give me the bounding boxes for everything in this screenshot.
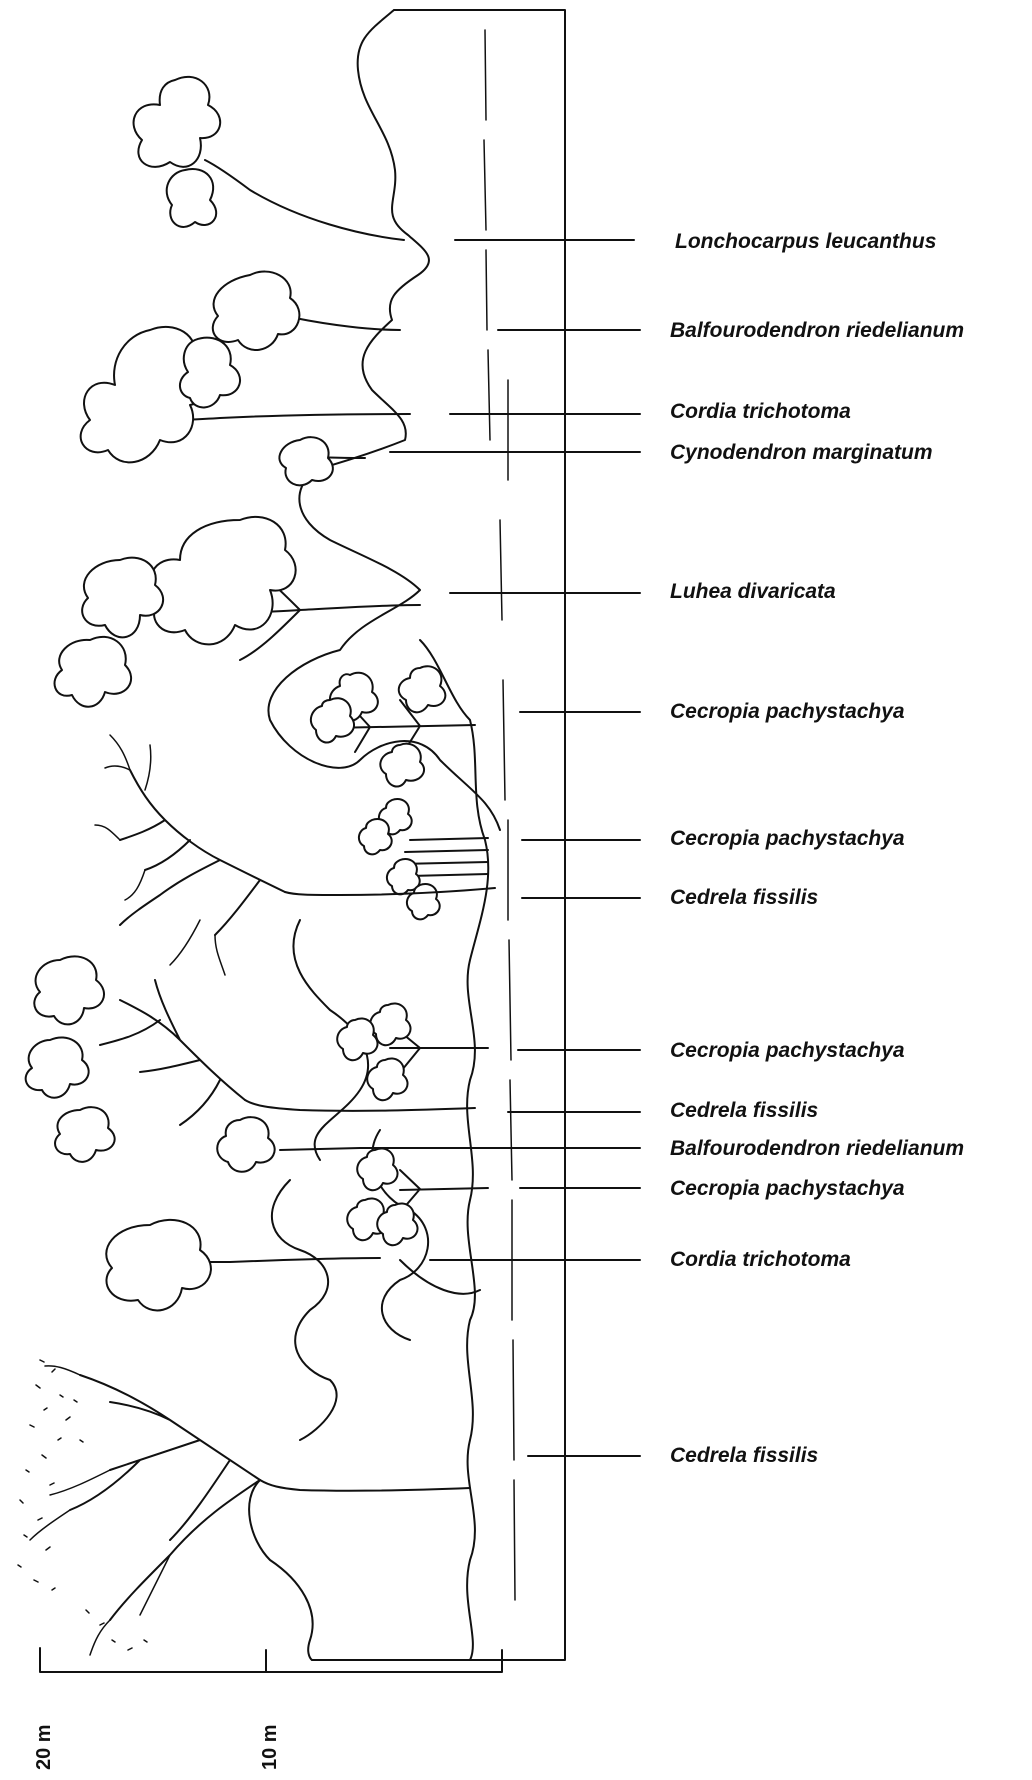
- label-cedrela: Cedrela fissilis: [670, 886, 818, 909]
- tree-balfourodendron-upper: [213, 272, 400, 350]
- label-cecropia: Cecropia pachystachya: [670, 1039, 905, 1062]
- tree-cynodendron: [279, 437, 365, 485]
- label-group: Lonchocarpus leucanthus Balfourodendron …: [390, 230, 964, 1467]
- label-cedrela: Cedrela fissilis: [670, 1444, 818, 1467]
- tree-lonchocarpus: [134, 77, 404, 240]
- label-balfourodendron: Balfourodendron riedelianum: [670, 319, 964, 342]
- label-cecropia: Cecropia pachystachya: [670, 827, 905, 850]
- label-cordia: Cordia trichotoma: [670, 400, 851, 423]
- label-cecropia: Cecropia pachystachya: [670, 700, 905, 723]
- scale-bar: 20 m 10 m: [33, 1648, 502, 1770]
- label-cordia: Cordia trichotoma: [670, 1248, 851, 1271]
- tree-cedrela-upper: [95, 735, 495, 975]
- ground-frame: [312, 10, 565, 1660]
- tree-cecropia-2: [359, 799, 488, 919]
- tree-balfourodendron-lower: [217, 1117, 440, 1172]
- label-cedrela: Cedrela fissilis: [670, 1099, 818, 1122]
- label-cecropia: Cecropia pachystachya: [670, 1177, 905, 1200]
- label-luhea: Luhea divaricata: [670, 580, 836, 603]
- label-cynodendron: Cynodendron marginatum: [670, 441, 933, 464]
- tree-cedrela-lower: [18, 1360, 470, 1655]
- tree-cordia-lower: [106, 1220, 380, 1311]
- tree-cecropia-3: [337, 1003, 488, 1100]
- scale-label-10m: 10 m: [259, 1724, 281, 1770]
- scale-label-20m: 20 m: [33, 1724, 55, 1770]
- label-lonchocarpus: Lonchocarpus leucanthus: [675, 230, 936, 253]
- label-balfourodendron: Balfourodendron riedelianum: [670, 1137, 964, 1160]
